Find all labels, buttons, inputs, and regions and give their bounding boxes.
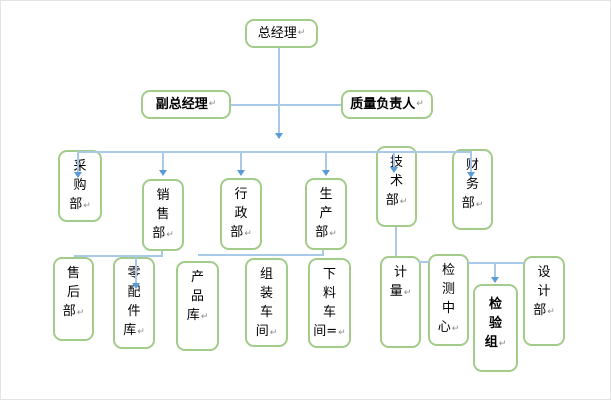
connector-production-down (322, 250, 324, 256)
arrowhead-inspection-icon (491, 277, 499, 283)
return-mark-icon: ↵ (475, 200, 484, 210)
node-label: 副总经理 (155, 96, 208, 112)
arrowhead-finance-icon (467, 172, 475, 178)
node-label: 售 后 部 (62, 266, 80, 319)
node-label: 下 料 车 间= (313, 267, 338, 339)
node-deputy-general-manager: 副总经理↵ (141, 90, 231, 119)
node-label: 组 装 车 间 (255, 267, 273, 339)
node-purchasing-dept: 采 购 部↵ (58, 150, 102, 222)
node-testing-center: 检 测 中 心↵ (428, 254, 469, 346)
connector-drop-admin (240, 153, 242, 171)
node-label: 设 计 部 (533, 265, 551, 318)
node-design-dept: 设 计 部↵ (523, 256, 565, 346)
connector-drop-tech (393, 153, 395, 168)
connector-metrology-testing (419, 261, 429, 263)
node-label: 采 购 部 (69, 159, 87, 212)
node-label: 销 售 部 (152, 188, 170, 241)
return-mark-icon: ↵ (200, 312, 209, 322)
connector-drop-spare-parts (135, 257, 137, 284)
node-general-manager: 总经理↵ (245, 19, 318, 48)
node-sales-dept: 销 售 部↵ (142, 179, 184, 251)
return-mark-icon: ↵ (269, 328, 278, 338)
node-tech-dept: 技 术 部↵ (376, 146, 417, 227)
node-spare-parts-warehouse: 零 配 件 库↵ (113, 257, 155, 349)
node-label: 检 测 中 心 (437, 263, 455, 335)
connector-testing-design (468, 262, 524, 264)
node-product-warehouse: 产 品 库↵ (176, 261, 219, 351)
node-cutting-workshop: 下 料 车 间=↵ (308, 258, 351, 348)
arrowhead-admin-icon (237, 170, 245, 176)
node-admin-dept: 行 政 部↵ (220, 178, 262, 250)
connector-main-rail (77, 151, 472, 153)
node-label: 产 品 库 (186, 270, 204, 323)
node-assembly-workshop: 组 装 车 间↵ (245, 258, 288, 347)
node-quality-director: 质量负责人↵ (341, 90, 433, 119)
node-label: 零 配 件 库 (123, 266, 141, 338)
return-mark-icon: ↵ (547, 307, 555, 317)
node-label: 总经理 (257, 25, 297, 41)
return-mark-icon: ↵ (451, 324, 460, 334)
connector-drop-production (325, 153, 327, 171)
node-production-dept: 生 产 部↵ (305, 178, 347, 250)
node-label: 检 验 组 (484, 297, 502, 350)
arrowhead-production-icon (322, 170, 330, 176)
node-metrology: 计 量↵ (380, 256, 421, 348)
return-mark-icon: ↵ (329, 229, 337, 239)
connector-drop-inspection (494, 262, 496, 278)
node-label: 财 务 部 (461, 158, 479, 211)
connector-sales-branch (74, 255, 163, 257)
connector-production-branch (198, 254, 324, 256)
return-mark-icon: ↵ (399, 197, 408, 207)
arrowhead-gm-icon (275, 133, 283, 139)
return-mark-icon: ↵ (76, 308, 85, 318)
arrowhead-tech-icon (390, 167, 398, 173)
arrowhead-spare-parts-icon (132, 283, 140, 289)
return-mark-icon: ↵ (498, 339, 507, 349)
return-mark-icon: ↵ (137, 327, 145, 337)
arrowhead-sales-icon (159, 170, 167, 176)
connector-sales-down (161, 251, 163, 257)
return-mark-icon: ↵ (338, 328, 346, 338)
return-mark-icon: ↵ (208, 99, 217, 109)
connector-drop-purchasing (77, 153, 79, 173)
node-label: 质量负责人 (350, 96, 416, 112)
node-label: 生 产 部 (315, 187, 333, 240)
return-mark-icon: ↵ (244, 229, 252, 239)
node-finance-dept: 财 务 部↵ (452, 149, 493, 230)
node-label: 计 量 (389, 265, 407, 299)
return-mark-icon: ↵ (166, 230, 174, 240)
node-inspection-team: 检 验 组↵ (473, 284, 518, 372)
return-mark-icon: ↵ (83, 201, 91, 211)
return-mark-icon: ↵ (416, 99, 424, 109)
connector-gm-vertical (278, 48, 280, 134)
return-mark-icon: ↵ (403, 288, 412, 298)
node-label: 行 政 部 (230, 187, 248, 240)
return-mark-icon: ↵ (297, 28, 306, 38)
connector-drop-sales (162, 153, 164, 171)
connector-tech-down (395, 227, 397, 256)
connector-drop-finance (470, 153, 472, 173)
node-after-sales-dept: 售 后 部↵ (53, 257, 94, 341)
arrowhead-purchasing-icon (74, 172, 82, 178)
connector-level2-crossbar (231, 104, 341, 106)
